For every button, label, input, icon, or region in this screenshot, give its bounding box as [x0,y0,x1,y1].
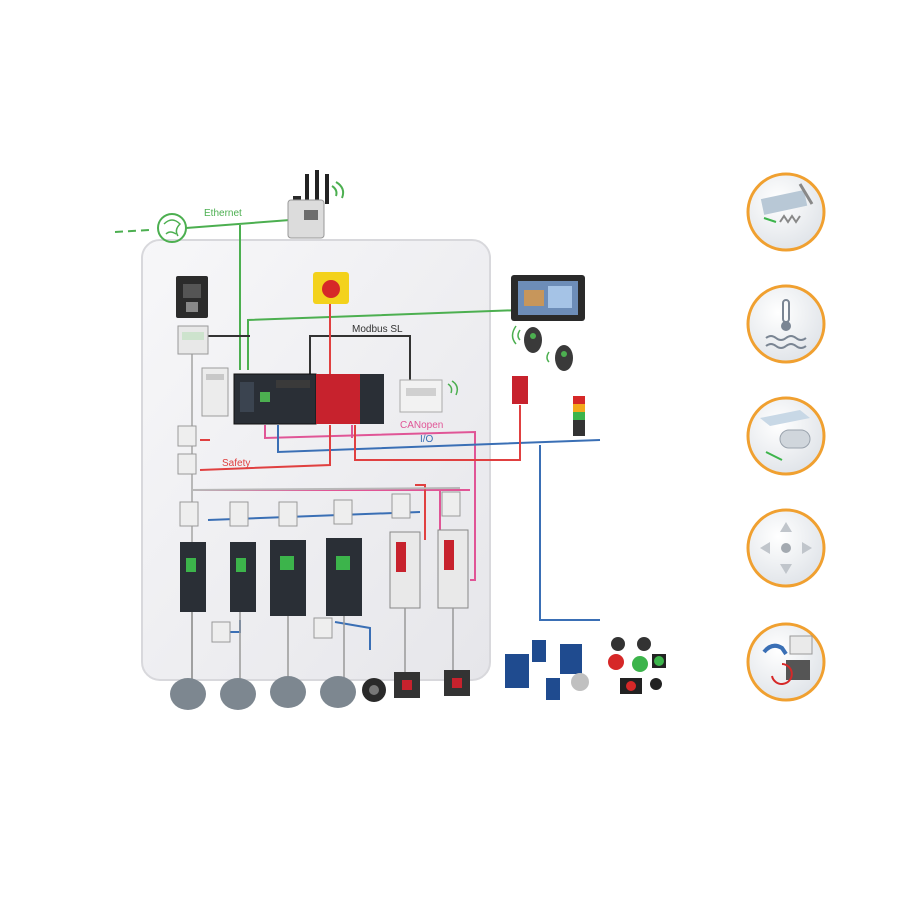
aux-module [211,621,231,643]
modbus-label: Modbus SL [352,324,403,335]
cables [191,225,601,680]
touch-motor-icon [746,622,826,702]
circuit-breaker [176,276,208,318]
hmi-touch-panel [511,275,585,321]
io-label: I/O [420,434,434,445]
induction-motors [170,676,356,710]
encoder [362,678,386,702]
power-meter [177,325,209,355]
ethernet-link: Ethernet [114,208,305,243]
function-icons [746,172,826,702]
motion-arrows-icon [746,508,826,588]
plc-controller [233,373,384,425]
wifi-icon [331,181,345,199]
power-supply [201,367,229,417]
aux-module [313,617,333,639]
sensors [505,640,589,700]
wireless-router [287,170,345,239]
canopen-label: CANopen [400,420,443,431]
wifi-icon [546,351,550,363]
motor-cables [191,608,454,680]
wifi-icon [447,380,459,396]
temperature-liquid-icon [746,284,826,364]
spring-press-icon [746,172,826,252]
stack-light [573,396,585,436]
motor-starters [179,491,461,527]
safety-label: Safety [222,458,250,469]
wifi-icon [511,325,521,345]
contactors [177,425,197,475]
safety-switch [512,376,528,404]
pushbuttons [608,637,666,694]
conveyor-roll-icon [746,396,826,476]
ethernet-label: Ethernet [204,208,242,219]
globe-icon [157,213,187,243]
emergency-stop [313,272,349,304]
wireless-pushbuttons [511,325,573,371]
servo-motors [394,670,470,698]
io-module [399,379,459,413]
variable-speed-drives [180,538,362,616]
